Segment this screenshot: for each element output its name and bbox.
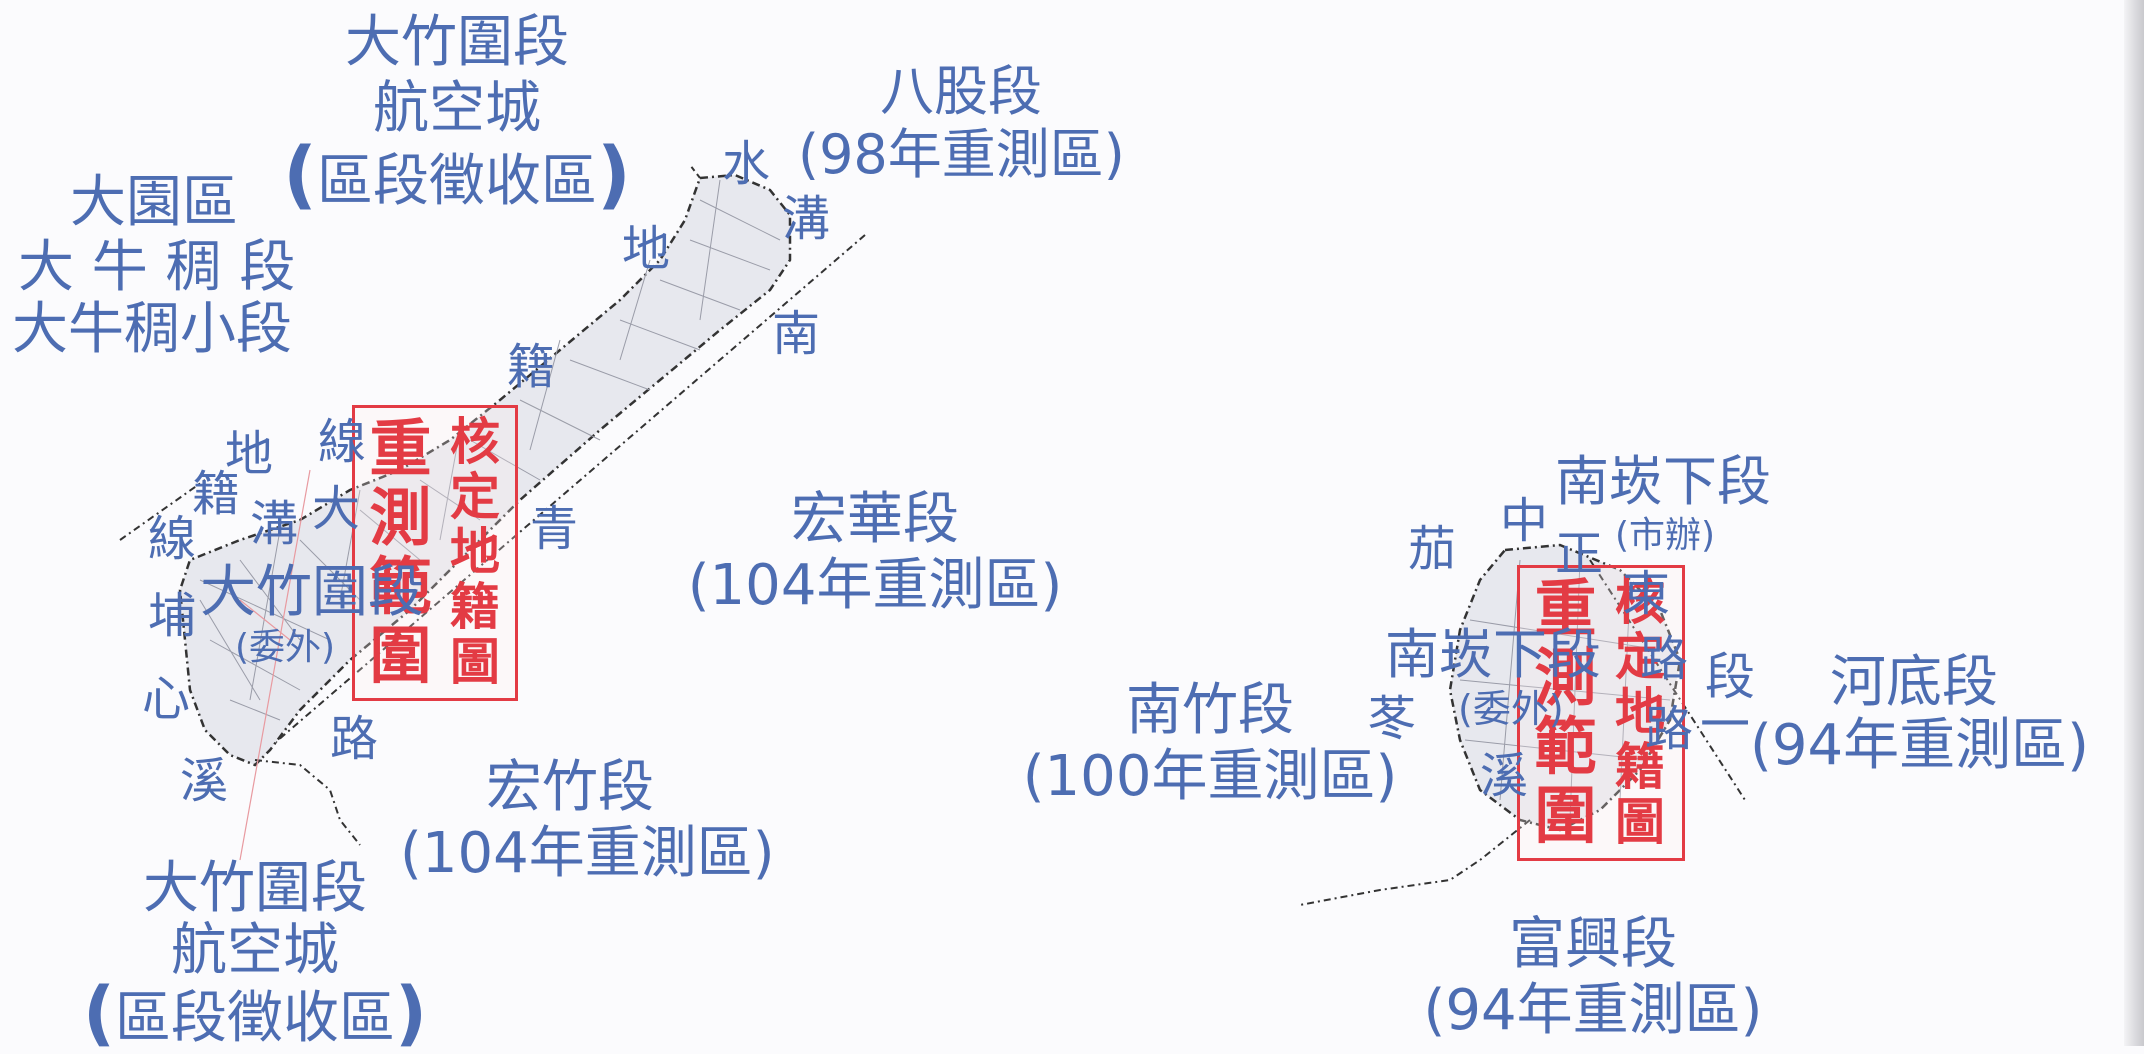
label-nantanxia-mid: 南崁下段	[1385, 623, 1601, 686]
label-nantanxia-top: 南崁下段	[1555, 450, 1771, 513]
section-line-upper	[689, 164, 701, 179]
seal-char: 核	[1615, 571, 1665, 631]
road-char: 路	[1645, 701, 1694, 757]
label-lu-yi: 一	[1700, 696, 1750, 754]
seal-char: 地	[450, 521, 500, 581]
road-char: 大	[312, 481, 361, 537]
road-char: 水	[722, 136, 771, 192]
seal-left: 核 定 地 籍 圖 重 測 範 圍	[352, 405, 518, 701]
seal-char: 籍	[1615, 737, 1665, 797]
label-hongzhu-year: (104年重測區)	[400, 821, 775, 886]
label-nantanxia-weiwai: (委外)	[1458, 687, 1564, 731]
label-daniuchou: 大 牛 稠 段	[18, 235, 296, 300]
road-char: 溪	[1480, 748, 1529, 804]
label-hongzhu: 宏竹段	[486, 755, 654, 820]
label-honghua: 宏華段 (104年重測區)	[687, 487, 1063, 618]
road-char: 溝	[782, 191, 831, 247]
section-line-left	[119, 479, 206, 541]
seal-char: 圍	[369, 618, 432, 692]
road-char: 溪	[180, 753, 229, 809]
survey-area-right	[1448, 543, 1682, 832]
road-char: 中	[1500, 493, 1549, 549]
seal-char: 圍	[1534, 778, 1597, 852]
scan-edge	[2124, 0, 2144, 1046]
road-char: 埔	[148, 588, 197, 644]
section-line-diagonal	[254, 234, 866, 761]
seal-char: 重	[1534, 571, 1597, 645]
boundary-left-tail	[254, 759, 361, 846]
seal-char: 定	[1615, 626, 1665, 686]
label-dayuan: 大園區	[70, 170, 238, 235]
label-nantanxia-shiban: (市辦)	[1615, 515, 1716, 556]
parcel-lines-right	[1459, 559, 1671, 821]
crosshair-left	[239, 469, 311, 861]
road-char: 苳	[1368, 691, 1417, 747]
label-hedi-year: (94年重測區)	[1750, 713, 2089, 778]
label-dazhuwei-mid: 大竹圍段	[200, 560, 424, 625]
seal-char: 圖	[1615, 792, 1665, 852]
label-bagu: 八股段	[880, 60, 1042, 123]
road-char: 線	[148, 511, 197, 567]
seal-char: 測	[1534, 640, 1597, 714]
seal-char: 定	[450, 466, 500, 526]
boundary-right-tail	[1299, 819, 1531, 906]
label-daniuchou-small: 大牛稠小段	[12, 297, 292, 362]
seal-char: 測	[369, 480, 432, 554]
road-char: 正	[1555, 526, 1604, 582]
road-char: 籍	[192, 466, 241, 522]
seal-char: 圖	[450, 632, 500, 692]
label-fuxing: 富興段 (94年重測區)	[1423, 912, 1763, 1043]
section-line-right	[1589, 559, 1746, 801]
seal-char: 地	[1615, 681, 1665, 741]
label-bagu-year: (98年重測區)	[798, 123, 1125, 186]
label-dazhuwei-weiwai: (委外)	[235, 627, 336, 668]
road-char: 青	[530, 501, 579, 557]
label-dazhuwei-top: 大竹圍段 航空城 (區段徵收區)	[283, 10, 631, 218]
road-char: 溝	[250, 496, 299, 552]
seal-right: 核 定 地 籍 圖 重 測 範 圍	[1517, 565, 1685, 861]
seal-char: 重	[369, 411, 432, 485]
road-char: 路	[1640, 631, 1689, 687]
seal-char: 籍	[450, 577, 500, 637]
label-nanzhu: 南竹段 (100年重測區)	[1022, 678, 1398, 809]
label-hedi: 河底段	[1830, 650, 1998, 715]
road-char: 茄	[1408, 521, 1457, 577]
seal-char: 範	[369, 549, 432, 623]
seal-char: 範	[1534, 709, 1597, 783]
seal-char: 核	[450, 411, 500, 471]
parcel-lines-left	[199, 179, 781, 721]
road-char: 線	[318, 414, 367, 470]
survey-area-left	[178, 173, 792, 767]
road-char: 地	[622, 221, 671, 277]
road-char: 心	[142, 671, 191, 727]
road-char: 南	[772, 306, 821, 362]
label-dazhuwei-bottom: 大竹圍段 航空城 (區段徵收區)	[83, 856, 427, 1054]
road-char: 東	[1622, 566, 1671, 622]
label-duan: 段	[1705, 648, 1755, 706]
road-char: 地	[225, 426, 274, 482]
road-char: 路	[330, 711, 379, 767]
road-char: 籍	[507, 339, 556, 395]
